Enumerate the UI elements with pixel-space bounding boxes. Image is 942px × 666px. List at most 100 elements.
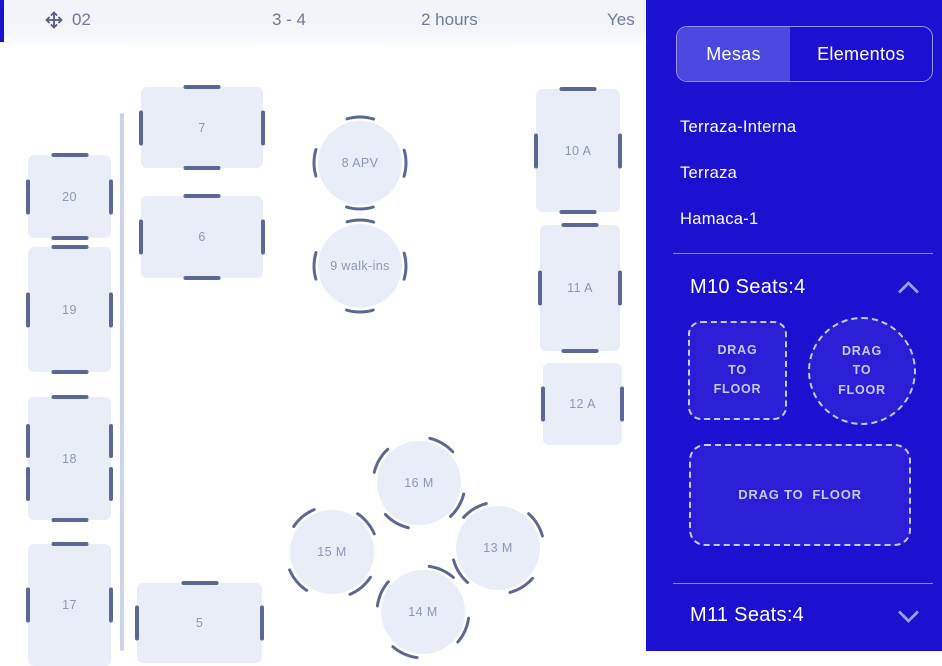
seat-mark xyxy=(109,179,113,214)
area-item-terraza[interactable]: Terraza xyxy=(680,163,738,182)
seat-mark xyxy=(51,153,88,157)
table-label: 11 A xyxy=(567,281,593,295)
tab-elementos[interactable]: Elementos xyxy=(817,43,905,64)
seat-mark xyxy=(618,270,622,306)
seat-mark xyxy=(183,276,221,280)
topbar-party-size: 3 - 4 xyxy=(272,10,307,29)
wall-divider xyxy=(120,113,124,651)
chevron-up-icon xyxy=(897,280,920,302)
topbar-duration: 2 hours xyxy=(421,10,478,29)
seat-mark xyxy=(51,236,88,240)
seat-mark xyxy=(109,292,113,327)
table-label: 13 M xyxy=(483,541,513,555)
section-title: M11 Seats:4 xyxy=(690,603,805,626)
area-item-hamaca-1[interactable]: Hamaca-1 xyxy=(680,209,759,228)
section-title: M10 Seats:4 xyxy=(690,275,806,298)
table-label: 10 A xyxy=(564,143,592,158)
seat-mark xyxy=(183,166,221,170)
table-label: 16 M xyxy=(404,476,434,490)
seat-mark xyxy=(541,386,545,422)
drag-rectangle-table[interactable]: DRAG TO FLOOR xyxy=(689,444,911,546)
table-label: 19 xyxy=(62,302,77,317)
table-16-m[interactable]: 16 M xyxy=(371,435,467,531)
table-label: 7 xyxy=(198,120,206,135)
seat-mark xyxy=(181,581,218,585)
floor-canvas[interactable]: 20 19 18 17 7 6 5 8 APV 9 walk-ins 10 A 11 A 12 A 16… xyxy=(0,0,646,666)
reservation-topbar: 02 3 - 4 2 hours Yes xyxy=(0,0,646,44)
table-12-a[interactable]: 12 A xyxy=(541,363,624,445)
table-6[interactable]: 6 xyxy=(139,194,265,280)
table-8-apv[interactable]: 8 APV xyxy=(312,115,408,211)
move-icon[interactable] xyxy=(44,10,64,30)
accent-stripe xyxy=(0,0,4,42)
seat-mark xyxy=(538,270,542,306)
table-label: 8 APV xyxy=(341,156,379,170)
seat-mark xyxy=(26,292,30,327)
section-divider xyxy=(673,253,933,254)
seat-mark xyxy=(51,370,88,374)
seat-mark xyxy=(51,395,88,399)
drag-square-table[interactable]: DRAG TO FLOOR xyxy=(688,321,787,420)
seat-mark xyxy=(135,605,139,641)
seat-mark xyxy=(109,424,113,459)
area-item-terraza-interna[interactable]: Terraza-Interna xyxy=(680,117,797,136)
drag-label: DRAG TO FLOOR xyxy=(738,486,862,502)
seat-mark xyxy=(618,133,622,168)
section-divider xyxy=(673,583,933,584)
table-7[interactable]: 7 xyxy=(139,85,265,170)
seat-mark xyxy=(51,518,88,522)
table-label: 18 xyxy=(62,451,77,466)
seat-mark xyxy=(26,424,30,459)
seat-mark xyxy=(51,245,88,249)
table-5[interactable]: 5 xyxy=(135,581,264,663)
seat-mark xyxy=(183,194,221,198)
table-10-a[interactable]: 10 A xyxy=(534,87,622,214)
table-label: 6 xyxy=(198,230,206,244)
seat-mark xyxy=(183,85,221,89)
seat-mark xyxy=(561,223,599,227)
table-18[interactable]: 18 xyxy=(26,395,113,522)
seat-mark xyxy=(559,210,597,214)
table-13-m[interactable]: 13 M xyxy=(450,500,546,596)
topbar-table-number: 02 xyxy=(72,10,91,29)
table-17[interactable]: 17 xyxy=(26,542,113,666)
seat-mark xyxy=(261,110,265,145)
seat-mark xyxy=(620,386,624,422)
sidebar-tabs: Mesas Elementos xyxy=(676,26,933,82)
drag-label: DRAG TO FLOOR xyxy=(838,343,886,397)
drag-circle-table[interactable]: DRAG TO FLOOR xyxy=(808,317,916,425)
section-header-m10[interactable]: M10 Seats:4 xyxy=(690,272,920,302)
table-label: 20 xyxy=(62,189,77,204)
table-label: 17 xyxy=(62,598,77,612)
seat-mark xyxy=(139,219,143,255)
seat-mark xyxy=(534,133,538,168)
seat-mark xyxy=(51,542,88,546)
seat-mark xyxy=(109,587,113,623)
seat-mark xyxy=(559,87,597,91)
seat-mark xyxy=(26,179,30,214)
table-label: 12 A xyxy=(569,397,596,411)
drag-label: DRAG TO FLOOR xyxy=(713,343,762,397)
seat-mark xyxy=(561,349,599,353)
seat-mark xyxy=(261,219,265,255)
table-11-a[interactable]: 11 A xyxy=(538,223,622,353)
table-label: 5 xyxy=(195,616,204,630)
chevron-down-icon xyxy=(897,601,920,623)
table-label: 9 walk-ins xyxy=(330,259,390,273)
table-14-m[interactable]: 14 M xyxy=(375,564,471,660)
table-9-walk-ins[interactable]: 9 walk-ins xyxy=(312,218,408,314)
section-header-m11[interactable]: M11 Seats:4 xyxy=(690,600,920,630)
table-20[interactable]: 20 xyxy=(26,153,113,240)
tab-mesas[interactable]: Mesas xyxy=(677,27,790,81)
table-19[interactable]: 19 xyxy=(26,245,113,374)
table-label: 14 M xyxy=(408,605,438,619)
seat-mark xyxy=(139,110,143,145)
table-15-m[interactable]: 15 M xyxy=(284,504,380,600)
seat-mark xyxy=(260,605,264,641)
seat-mark xyxy=(109,467,113,502)
topbar-online-flag: Yes xyxy=(607,10,635,29)
seat-mark xyxy=(26,467,30,502)
table-label: 15 M xyxy=(317,545,347,559)
